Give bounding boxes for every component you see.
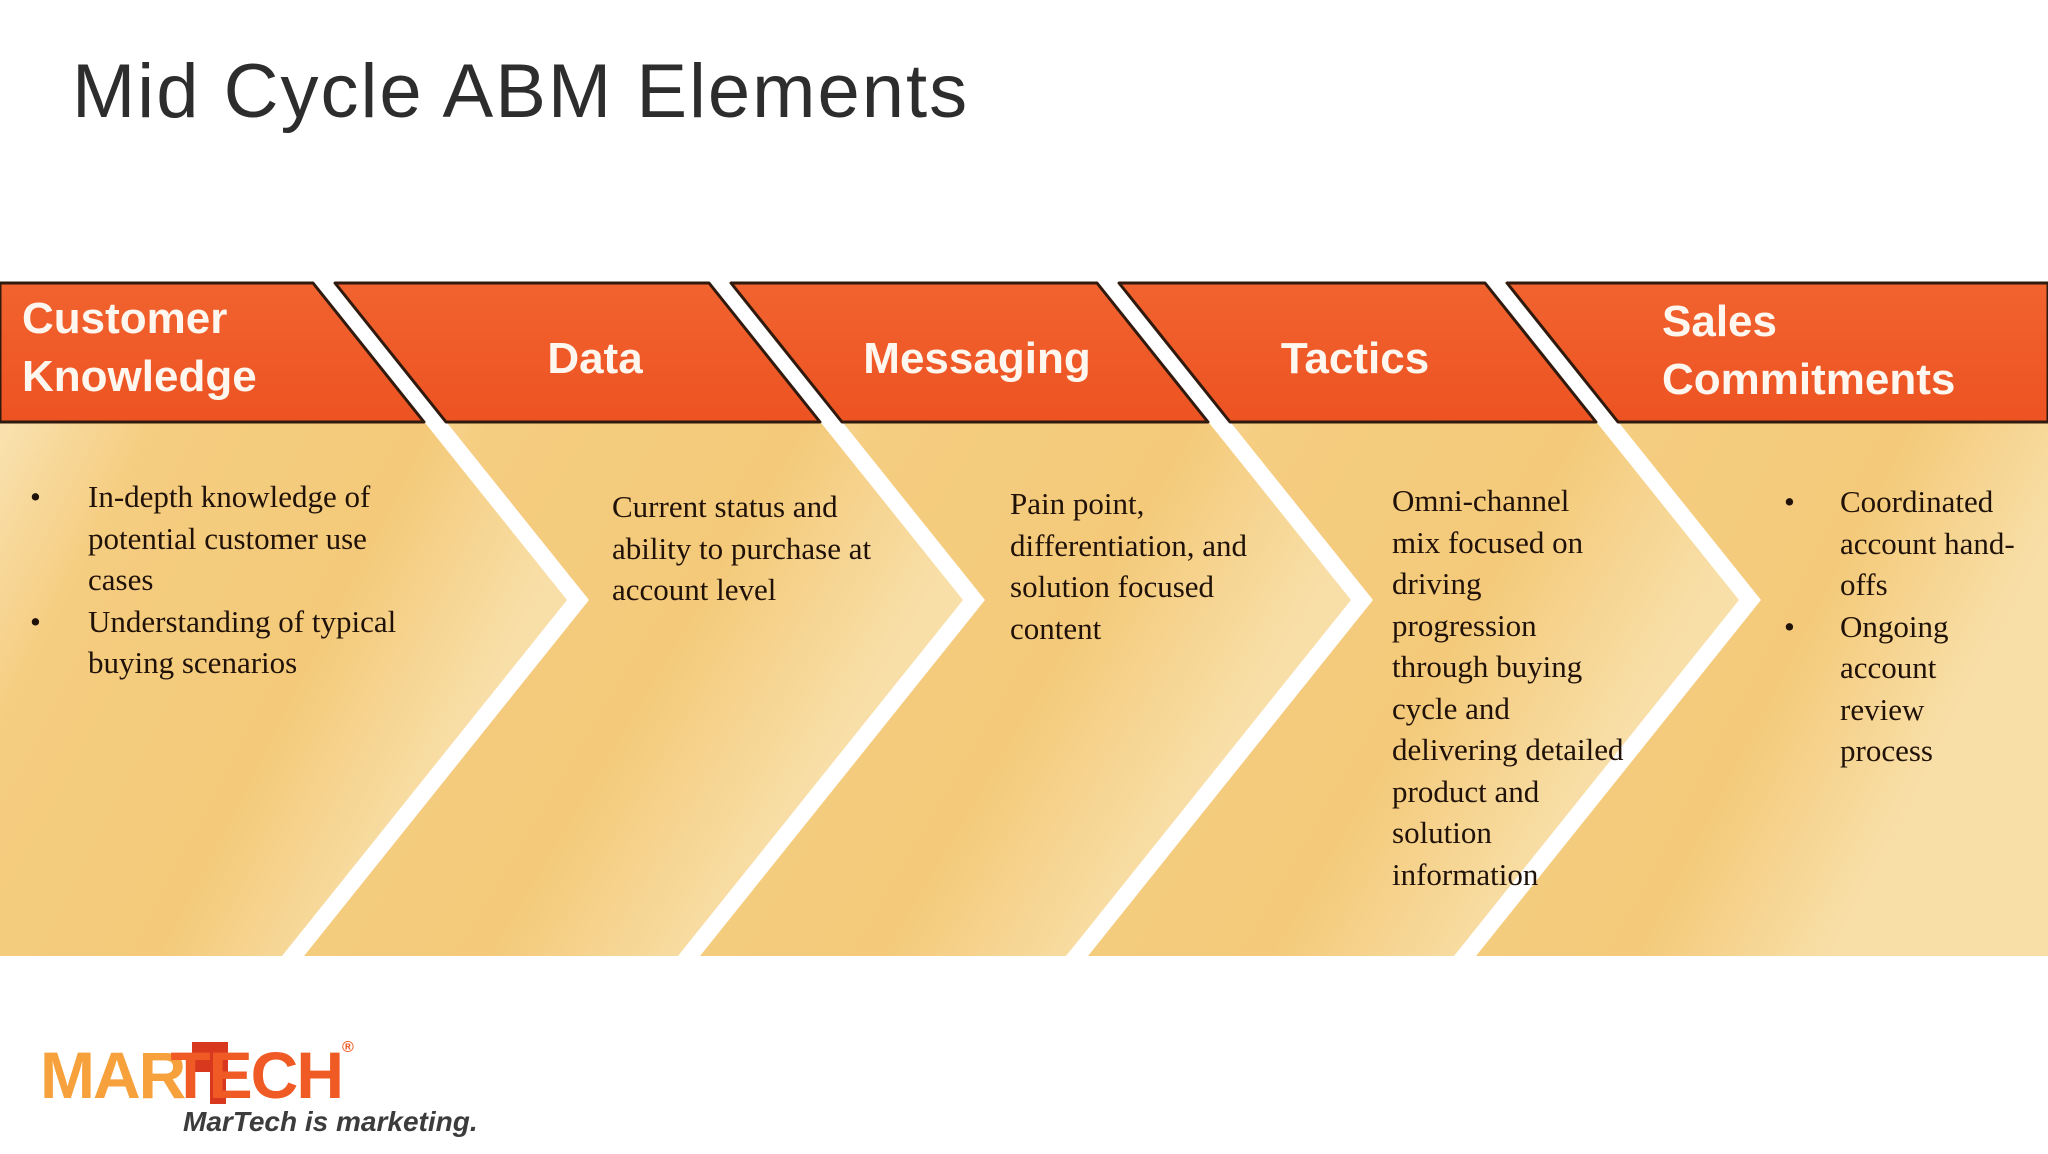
chevron-shape-1 [0,283,567,956]
list-item: • Understanding of typical buying scenar… [30,601,450,684]
stage-body-sales-commitments: • Coordinated account hand- offs • Ongoi… [1784,481,2044,772]
list-item: • Coordinated account hand- offs [1784,481,2044,606]
bullet-icon: • [1784,608,1795,644]
chevron-shape-2 [304,283,963,956]
stage-header-customer-knowledge: Customer Knowledge [22,294,257,401]
logo-tagline: MarTech is marketing. [183,1106,478,1137]
stage-header-tactics: Tactics [1280,334,1430,383]
bullet-icon: • [30,479,41,514]
bullet-text: Coordinated account hand- offs [1840,484,2015,602]
band-segment-2 [333,281,822,424]
chevron-shape-5 [1476,283,2048,956]
band-segment-4 [1117,281,1598,424]
chevron-shape-4 [1088,283,1739,956]
bullet-icon: • [30,603,41,639]
stage-body-customer-knowledge: • In-depth knowledge of potential custom… [30,476,450,684]
bullet-text: Understanding of typical buying scenario… [88,603,397,681]
list-item: • Ongoing account review process [1784,606,2044,772]
stage-body-tactics: Omni-channel mix focused on driving prog… [1392,483,1624,892]
logo-text-tech: TECH [170,1038,344,1112]
logo-accent-shape [192,1042,228,1104]
logo-text-mar: MAR [40,1038,186,1112]
stage-body-messaging: Pain point, differentiation, and solutio… [1010,486,1248,646]
list-item: • In-depth knowledge of potential custom… [30,476,450,601]
band-segment-5 [1505,281,2048,424]
band-segment-3 [729,281,1210,424]
bullet-text: In-depth knowledge of potential customer… [88,479,371,597]
stage-header-sales-commitments: Sales Commitments [1662,297,1956,404]
stage-header-messaging: Messaging [863,334,1091,383]
registered-mark: ® [341,1039,354,1056]
chevron-shape-3 [700,283,1351,956]
page-title: Mid Cycle ABM Elements [72,49,970,134]
stage-body-data: Current status and ability to purchase a… [612,489,872,607]
stage-header-data: Data [547,334,643,383]
bullet-icon: • [1784,484,1795,519]
band-segment-1 [0,281,426,424]
bullet-text: Ongoing account review process [1840,608,1949,769]
martech-logo: MARTECH® [40,1039,354,1109]
